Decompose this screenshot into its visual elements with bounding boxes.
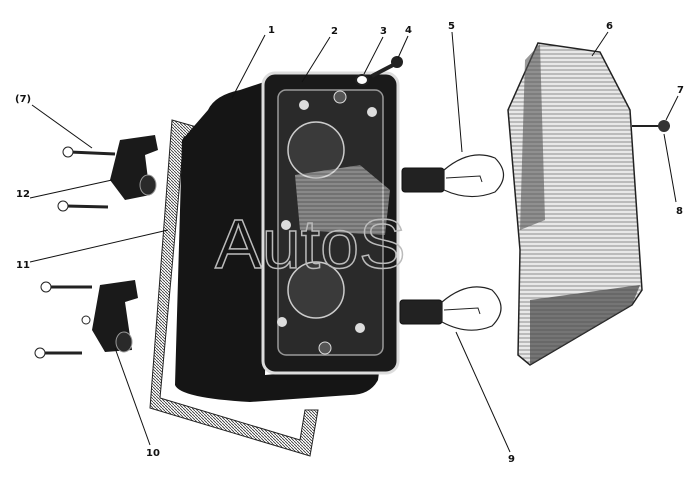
lamp-lens (507, 42, 643, 366)
label-2: 2 (331, 26, 338, 37)
mounting-bracket-lower (34, 280, 138, 359)
mounting-bracket-upper (57, 135, 158, 212)
label-3: 3 (380, 26, 387, 37)
lamp-housing (175, 71, 400, 402)
label-7: 7 (677, 85, 684, 96)
label-1: 1 (268, 25, 275, 36)
lens-screw (632, 120, 670, 132)
bulb-lower (399, 286, 502, 331)
label-6: 6 (606, 21, 613, 32)
label-4: 4 (405, 25, 412, 36)
label-10: 10 (146, 448, 160, 459)
leader-lines (29, 31, 679, 453)
label-8: 8 (676, 206, 683, 217)
screw-and-washer (355, 56, 403, 86)
bulb-upper (401, 154, 505, 198)
label-11: 11 (16, 260, 30, 271)
label-12: 12 (16, 189, 30, 200)
label-9: 9 (508, 454, 515, 465)
label-7-paren: (7) (15, 94, 31, 105)
label-5: 5 (448, 21, 455, 32)
watermark: AutoS (215, 205, 406, 283)
